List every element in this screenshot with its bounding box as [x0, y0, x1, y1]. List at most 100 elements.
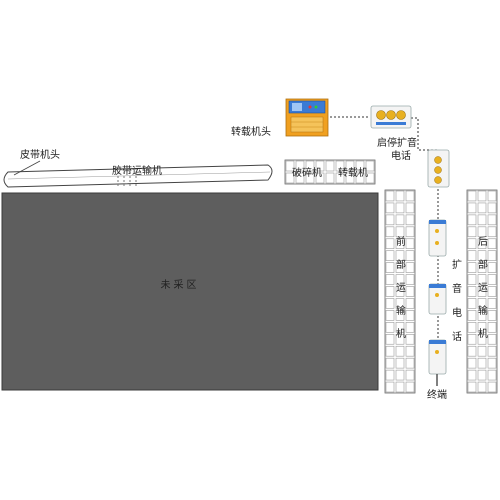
grid-cell	[477, 190, 487, 202]
grid-cell	[477, 226, 487, 238]
grid-cell	[487, 214, 497, 226]
signal-lines	[330, 116, 439, 340]
unmined-area-label: 未采区	[161, 279, 200, 291]
phone-unit-2	[428, 283, 447, 315]
grid-cell	[395, 345, 405, 357]
grid-cell	[385, 262, 395, 273]
grid-cell	[405, 357, 415, 369]
grid-cell	[487, 322, 497, 333]
grid-cell	[487, 357, 497, 369]
rear-conveyor-char-5: 机	[478, 327, 488, 340]
grid-cell	[405, 333, 415, 345]
grid-cell	[467, 274, 477, 285]
front-conveyor-char-2: 部	[396, 258, 406, 271]
grid-cell	[477, 322, 487, 333]
grid-cell	[477, 298, 487, 309]
grid-cell	[385, 214, 395, 226]
grid-cell	[405, 274, 415, 285]
grid-cell	[405, 250, 415, 261]
grid-cell	[467, 322, 477, 333]
grid-cell	[487, 202, 497, 214]
grid-cell	[295, 160, 305, 172]
grid-cell	[487, 333, 497, 345]
start-stop-label-2: 电话	[391, 149, 411, 162]
grid-cell	[477, 310, 487, 321]
grid-cell	[385, 286, 395, 297]
grid-cell	[305, 160, 315, 172]
grid-cell	[487, 381, 497, 393]
grid-cell	[385, 202, 395, 214]
grid-cell	[385, 345, 395, 357]
grid-cell	[385, 226, 395, 238]
grid-cell	[477, 250, 487, 261]
grid-cell	[405, 238, 415, 250]
grid-cell	[477, 286, 487, 297]
grid-cell	[305, 172, 315, 184]
phone-unit-1	[428, 219, 447, 257]
grid-cell	[385, 310, 395, 321]
grid-cell	[395, 310, 405, 321]
rear-conveyor-char-1: 后	[478, 236, 488, 248]
grid-cell	[395, 214, 405, 226]
grid-cell	[405, 322, 415, 333]
grid-cell	[487, 286, 497, 297]
front-conveyor-char-1: 前	[396, 235, 406, 248]
front-conveyor-grid	[384, 189, 416, 394]
grid-cell	[487, 226, 497, 238]
start-stop-box	[370, 105, 412, 129]
grid-cell	[487, 298, 497, 309]
grid-cell	[315, 160, 325, 172]
grid-cell	[285, 160, 295, 172]
grid-cell	[467, 298, 477, 309]
grid-cell	[285, 172, 295, 184]
transfer-machine-small-label: 转载机	[338, 166, 368, 179]
grid-cell	[477, 381, 487, 393]
grid-cell	[405, 298, 415, 309]
grid-cell	[467, 369, 477, 381]
grid-cell	[395, 250, 405, 261]
grid-cell	[487, 274, 497, 285]
grid-cell	[487, 190, 497, 202]
grid-cell	[467, 381, 477, 393]
grid-cell	[395, 286, 405, 297]
grid-cell	[385, 238, 395, 250]
grid-cell	[395, 262, 405, 273]
front-conveyor-char-5: 机	[396, 327, 406, 340]
front-conveyor-char-4: 输	[396, 304, 406, 317]
grid-cell	[395, 357, 405, 369]
grid-cell	[405, 226, 415, 238]
grid-cell	[385, 190, 395, 202]
grid-cell	[385, 322, 395, 333]
rear-conveyor-char-3: 运	[478, 282, 488, 294]
grid-cell	[477, 238, 487, 250]
grid-cell	[467, 286, 477, 297]
grid-cell	[385, 298, 395, 309]
grid-cell	[467, 190, 477, 202]
terminal-label: 终端	[427, 388, 447, 401]
grid-cell	[467, 250, 477, 261]
loudspeaker-phone-char-4: 话	[452, 331, 462, 343]
grid-cell	[467, 357, 477, 369]
grid-cell	[385, 357, 395, 369]
grid-cell	[395, 238, 405, 250]
grid-cell	[405, 345, 415, 357]
grid-cell	[405, 202, 415, 214]
grid-cell	[395, 322, 405, 333]
grid-cell	[355, 160, 365, 172]
grid-cell	[467, 333, 477, 345]
grid-cell	[477, 262, 487, 273]
grid-cell	[385, 333, 395, 345]
crusher-label: 破碎机	[292, 166, 322, 179]
grid-cell	[295, 172, 305, 184]
terminal-unit	[428, 339, 447, 386]
grid-cell	[477, 333, 487, 345]
grid-cell	[467, 262, 477, 273]
grid-cell	[487, 369, 497, 381]
grid-cell	[467, 226, 477, 238]
grid-cell	[385, 381, 395, 393]
grid-cell	[395, 190, 405, 202]
grid-cell	[395, 226, 405, 238]
transfer-controller	[285, 98, 329, 137]
